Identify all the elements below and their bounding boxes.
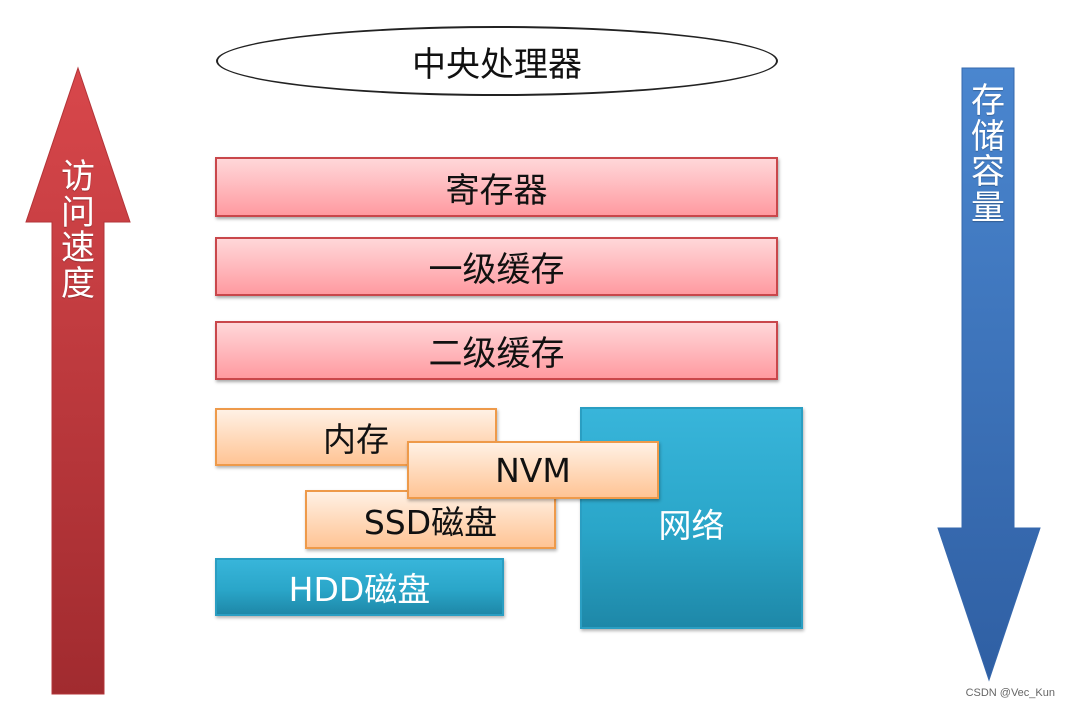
access-speed-label: 访问速度 xyxy=(61,157,95,305)
network-label: 网络 xyxy=(658,506,725,545)
l2-cache-box: 二级缓存 xyxy=(215,321,778,380)
nvm-label: NVM xyxy=(495,450,571,490)
hdd-label: HDD磁盘 xyxy=(288,570,431,609)
hdd-box: HDD磁盘 xyxy=(215,558,504,616)
ssd-label: SSD磁盘 xyxy=(363,502,498,542)
l2-cache-label: 二级缓存 xyxy=(428,334,565,374)
registers-box: 寄存器 xyxy=(215,157,778,217)
storage-capacity-label: 存储容量 xyxy=(971,81,1005,229)
cpu-label: 中央处理器 xyxy=(412,44,582,85)
storage-capacity-arrow xyxy=(937,67,1041,682)
nvm-box: NVM xyxy=(407,441,659,499)
cpu-ellipse: 中央处理器 xyxy=(216,26,778,96)
l1-cache-label: 一级缓存 xyxy=(428,250,565,290)
access-speed-arrow xyxy=(25,66,131,695)
registers-label: 寄存器 xyxy=(445,170,548,211)
ssd-box: SSD磁盘 xyxy=(305,490,556,549)
memory-label: 内存 xyxy=(323,420,389,459)
watermark: CSDN @Vec_Kun xyxy=(965,687,1055,699)
l1-cache-box: 一级缓存 xyxy=(215,237,778,296)
